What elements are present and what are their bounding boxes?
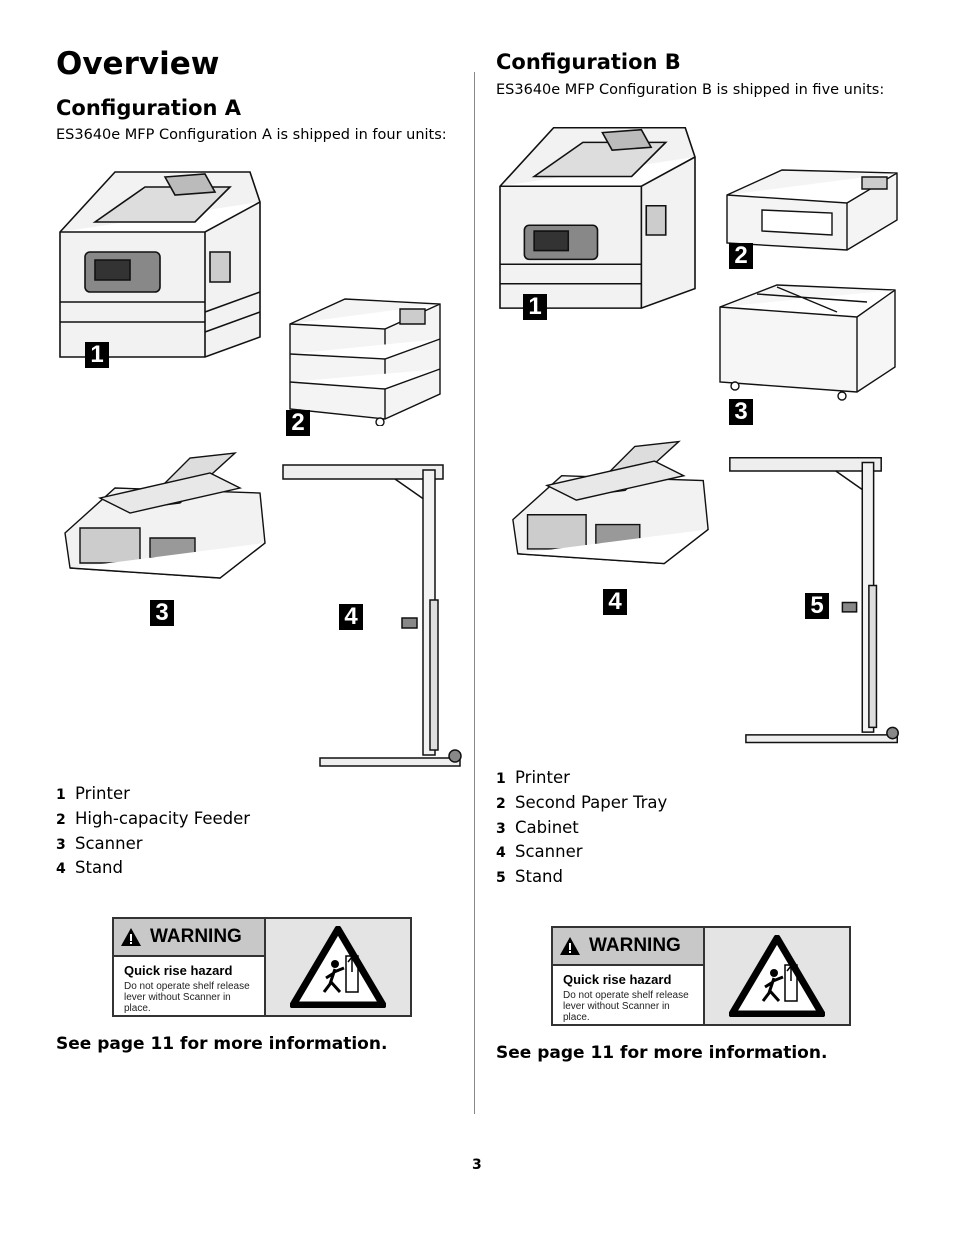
paper-tray-illustration [722,165,900,255]
warning-triangle-icon [560,937,580,955]
see-more-b: See page 11 for more information. [496,1043,828,1063]
unit-number-3: 3 [150,600,174,626]
config-a-heading: Configuration A [56,96,242,120]
unit-number-b5: 5 [805,593,829,619]
quick-rise-hazard-icon [290,926,386,1008]
cabinet-illustration [717,282,899,402]
feeder-illustration [285,294,445,426]
warning-subtitle: Quick rise hazard [563,972,672,987]
warning-subtitle: Quick rise hazard [124,963,233,978]
warning-text: Do not operate shelf release lever witho… [124,981,250,1014]
unit-number-b4: 4 [603,589,627,615]
config-a-intro: ES3640e MFP Configuration A is shipped i… [56,127,447,143]
warning-text: Do not operate shelf release lever witho… [563,990,689,1023]
unit-number-2: 2 [286,410,310,436]
quick-rise-hazard-icon [729,935,825,1017]
stand-illustration [280,460,465,775]
unit-number-4: 4 [339,604,363,630]
config-b-heading: Configuration B [496,50,681,74]
config-b-intro: ES3640e MFP Configuration B is shipped i… [496,82,885,98]
warning-title: WARNING [150,926,242,947]
printer-illustration [55,162,265,362]
column-divider [474,72,475,1114]
scanner-illustration-b [508,435,713,575]
unit-number-b3: 3 [729,399,753,425]
warning-triangle-icon [121,928,141,946]
warning-label-b: WARNING Quick rise hazard Do not operate… [551,926,851,1026]
unit-number-b1: 1 [523,294,547,320]
page-number: 3 [472,1157,482,1173]
printer-illustration-b [495,118,700,313]
scanner-illustration [60,448,270,588]
warning-title: WARNING [589,935,681,956]
unit-number-b2: 2 [729,243,753,269]
stand-illustration-b [727,446,902,758]
warning-label-a: WARNING Quick rise hazard Do not operate… [112,917,412,1017]
page-title: Overview [56,46,220,82]
see-more-a: See page 11 for more information. [56,1034,388,1054]
unit-number-1: 1 [85,342,109,368]
